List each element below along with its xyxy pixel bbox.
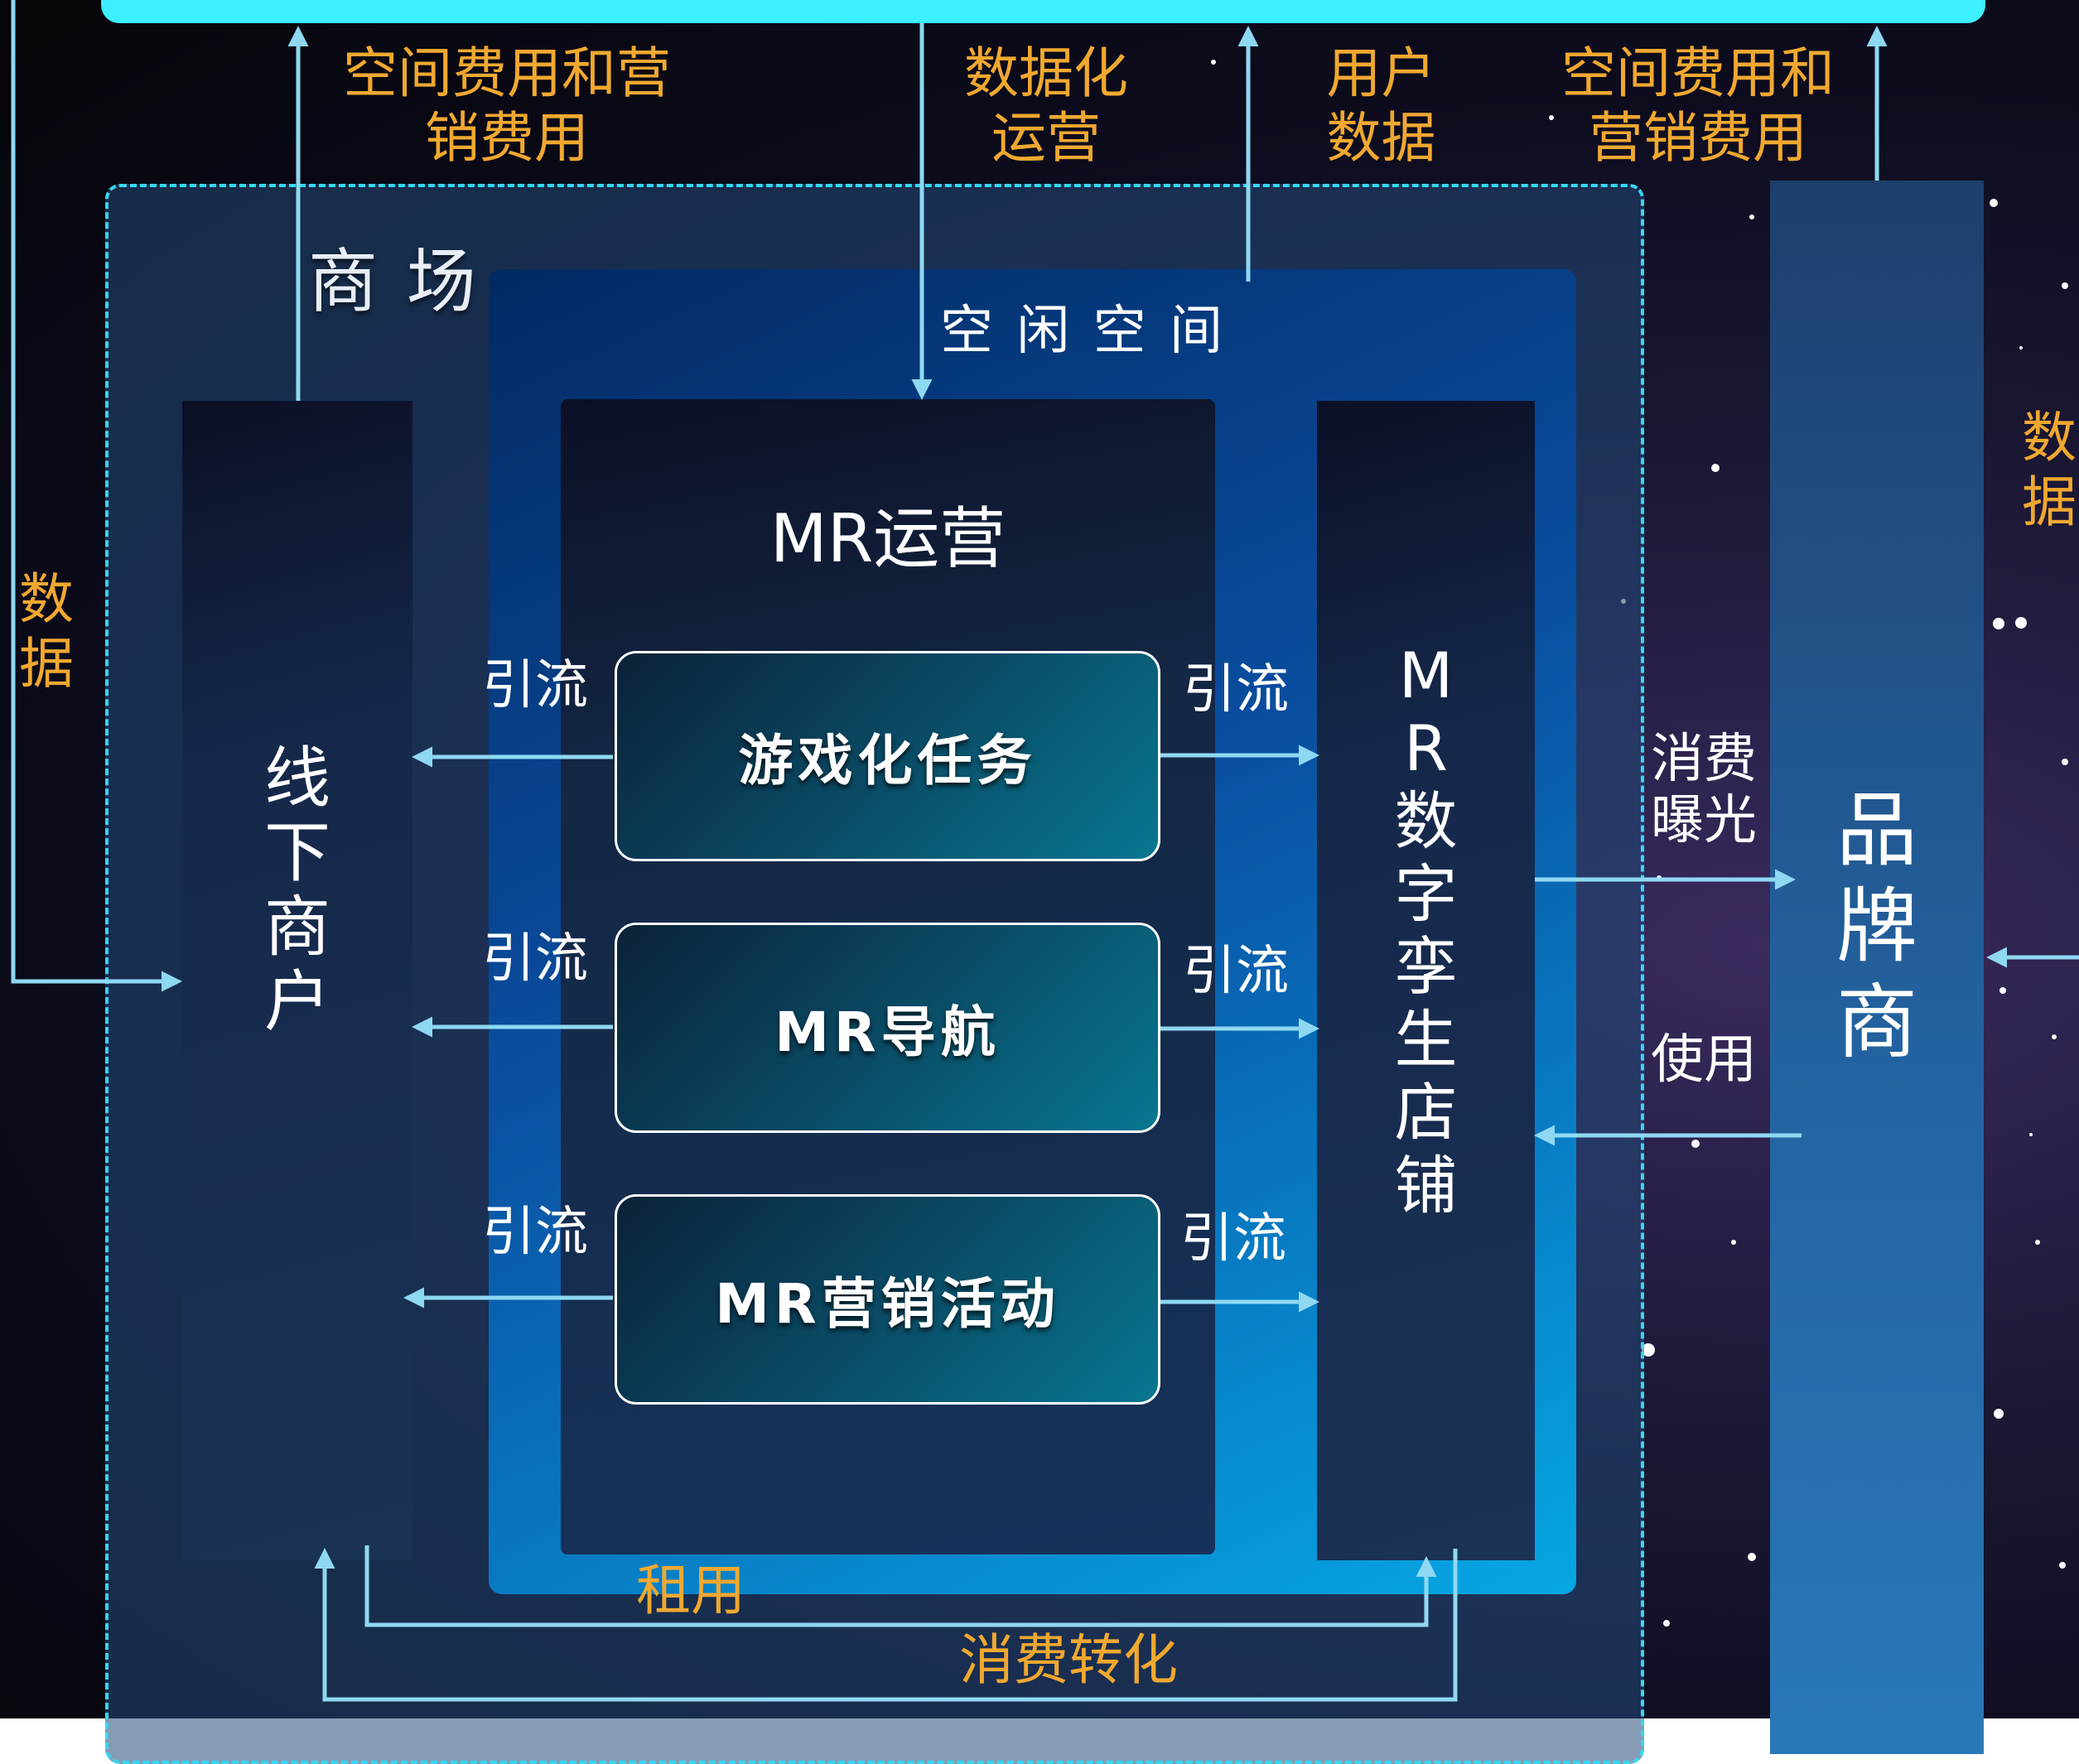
flow-label-left-3: 引流 [482, 1202, 588, 1263]
flow-label-right-3: 引流 [1180, 1208, 1286, 1270]
mr-digital-twin-store-column [1317, 401, 1535, 1560]
mr-store-label: M R 数 字 孪 生 店 铺 [1394, 639, 1458, 1222]
task-gamified[interactable]: 游戏化任务 [615, 651, 1160, 861]
connector-arrows [11, 0, 2079, 1702]
flow-label-right-2: 引流 [1183, 941, 1289, 1002]
task-mr-marketing-label: MR营销活动 [715, 1272, 1060, 1336]
task-mr-marketing[interactable]: MR营销活动 [615, 1194, 1160, 1405]
offline-merchant-label: 线 下 商 户 [264, 740, 330, 1040]
brand-column [1770, 181, 1984, 1754]
task-mr-navigation-label: MR导航 [774, 1000, 1001, 1064]
label-space-fee-right: 空间费用和 营销费用 [1561, 41, 1835, 170]
stars-decoration [0, 0, 2079, 1718]
offline-merchant-column [182, 401, 412, 1560]
flow-label-right-1: 引流 [1183, 659, 1289, 721]
mr-operations-title: MR运营 [769, 500, 1006, 577]
label-consume-exposure: 消费 曝光 [1651, 729, 1757, 851]
idle-space-label: 空 闲 空 间 [940, 301, 1227, 362]
label-data-ops: 数据化 运营 [964, 41, 1128, 170]
flow-label-left-2: 引流 [482, 928, 588, 990]
label-data-right: 数 据 [2022, 406, 2077, 534]
brand-label: 品 牌 商 [1835, 783, 1917, 1070]
label-user-data: 用户 数据 [1326, 41, 1436, 170]
task-mr-navigation[interactable]: MR导航 [615, 923, 1160, 1133]
task-gamified-label: 游戏化任务 [738, 729, 1037, 793]
mall-title: 商 场 [308, 241, 480, 322]
label-data-left: 数 据 [19, 567, 74, 696]
flow-label-left-1: 引流 [482, 655, 588, 716]
label-space-fee-left: 空间费用和营 销费用 [343, 41, 671, 170]
label-rent: 租用 [636, 1559, 745, 1622]
label-consume-convert: 消费转化 [959, 1628, 1178, 1692]
label-use: 使用 [1651, 1029, 1757, 1091]
top-cyan-bar [101, 0, 1985, 23]
